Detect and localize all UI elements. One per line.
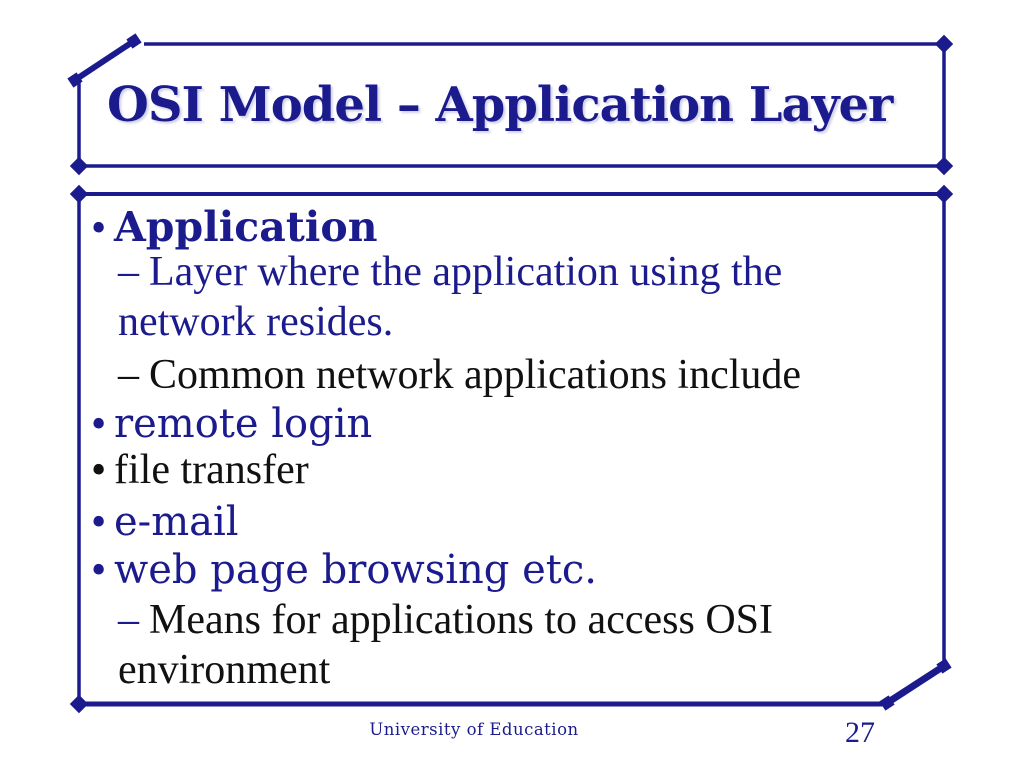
diagonal-end-marker (67, 72, 83, 88)
corner-diagonal-bottom-right (885, 663, 946, 706)
list-subitem-layer-resides: –Layer where the application using the n… (118, 247, 938, 347)
diagonal-end-marker (936, 658, 952, 674)
list-item-text: Means for applications to access OSI (149, 597, 773, 643)
page-number: 27 (845, 716, 875, 749)
corner-diamond (934, 34, 954, 54)
title-bar: OSI Model – Application Layer (79, 44, 945, 166)
list-subitem-common-apps: –Common network applications include (118, 350, 938, 400)
bullet-icon: • (88, 405, 110, 446)
dash-icon: – (118, 597, 139, 643)
footer-institution: University of Education (369, 720, 579, 739)
list-item-text: e-mail (114, 499, 239, 545)
dash-icon: – (118, 352, 139, 398)
list-item-text-continued: network resides. (118, 299, 394, 345)
bullet-icon: • (88, 451, 110, 492)
bullet-icon: • (88, 209, 110, 250)
list-item-application: •Application (88, 202, 378, 261)
corner-diamond (69, 694, 89, 714)
bullet-icon: • (88, 503, 110, 544)
corner-diamond (69, 184, 89, 204)
diagonal-end-marker (879, 695, 895, 711)
list-item-text: Common network applications include (149, 352, 802, 398)
bullet-icon: • (88, 551, 110, 592)
corner-diamond (69, 156, 89, 176)
list-item-text-continued: environment (118, 647, 331, 693)
corner-diamond (934, 156, 954, 176)
corner-diagonal-top-left (73, 38, 136, 83)
list-subitem-means-access: –Means for applications to access OSI en… (118, 595, 938, 695)
page-title: OSI Model – Application Layer (107, 77, 893, 133)
list-item-text: Layer where the application using the (149, 249, 783, 295)
list-item-web-browsing: •web page browsing etc. (88, 545, 597, 603)
list-item-text: Application (114, 203, 378, 251)
list-item-text: web page browsing etc. (114, 547, 597, 593)
list-item-text: remote login (114, 401, 373, 447)
list-item-email: •e-mail (88, 497, 239, 555)
list-item-remote-login: •remote login (88, 399, 372, 457)
list-item-text: file transfer (114, 447, 309, 493)
corner-diamond (934, 184, 954, 204)
list-item-file-transfer: •file transfer (88, 445, 309, 503)
dash-icon: – (118, 249, 139, 295)
diagonal-end-marker (126, 33, 142, 49)
